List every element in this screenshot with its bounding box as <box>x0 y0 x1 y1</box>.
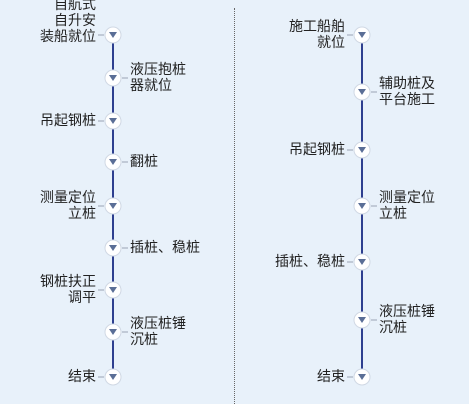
step-label: 液压抱桩 器就位 <box>130 62 186 94</box>
down-arrow-icon <box>358 147 366 153</box>
column-divider <box>234 8 235 404</box>
down-arrow-icon <box>358 32 366 38</box>
down-arrow-icon <box>358 89 366 95</box>
step-label: 插桩、稳桩 <box>275 254 345 270</box>
down-arrow-icon <box>109 245 117 251</box>
down-arrow-icon <box>109 374 117 380</box>
down-arrow-icon <box>109 203 117 209</box>
step-label: 测量定位 立桩 <box>40 190 96 222</box>
down-arrow-icon <box>109 159 117 165</box>
down-arrow-icon <box>358 203 366 209</box>
step-label: 翻桩 <box>130 154 158 170</box>
step-label: 吊起钢桩 <box>40 113 96 129</box>
down-arrow-icon <box>109 329 117 335</box>
down-arrow-icon <box>358 317 366 323</box>
step-label: 结束 <box>68 369 96 385</box>
down-arrow-icon <box>109 118 117 124</box>
step-label: 插桩、稳桩 <box>130 240 200 256</box>
down-arrow-icon <box>109 75 117 81</box>
step-label: 液压桩锤 沉桩 <box>379 304 435 336</box>
step-label: 测量定位 立桩 <box>379 190 435 222</box>
step-label: 施工船舶 就位 <box>289 19 345 51</box>
step-label: 液压桩锤 沉桩 <box>130 316 186 348</box>
down-arrow-icon <box>358 259 366 265</box>
step-label: 钢桩扶正 调平 <box>40 274 96 306</box>
down-arrow-icon <box>109 32 117 38</box>
step-label: 自航式 自升安 装船就位 <box>40 0 96 45</box>
step-label: 辅助桩及 平台施工 <box>379 76 435 108</box>
down-arrow-icon <box>358 374 366 380</box>
step-label: 吊起钢桩 <box>289 142 345 158</box>
down-arrow-icon <box>109 287 117 293</box>
step-label: 结束 <box>317 369 345 385</box>
